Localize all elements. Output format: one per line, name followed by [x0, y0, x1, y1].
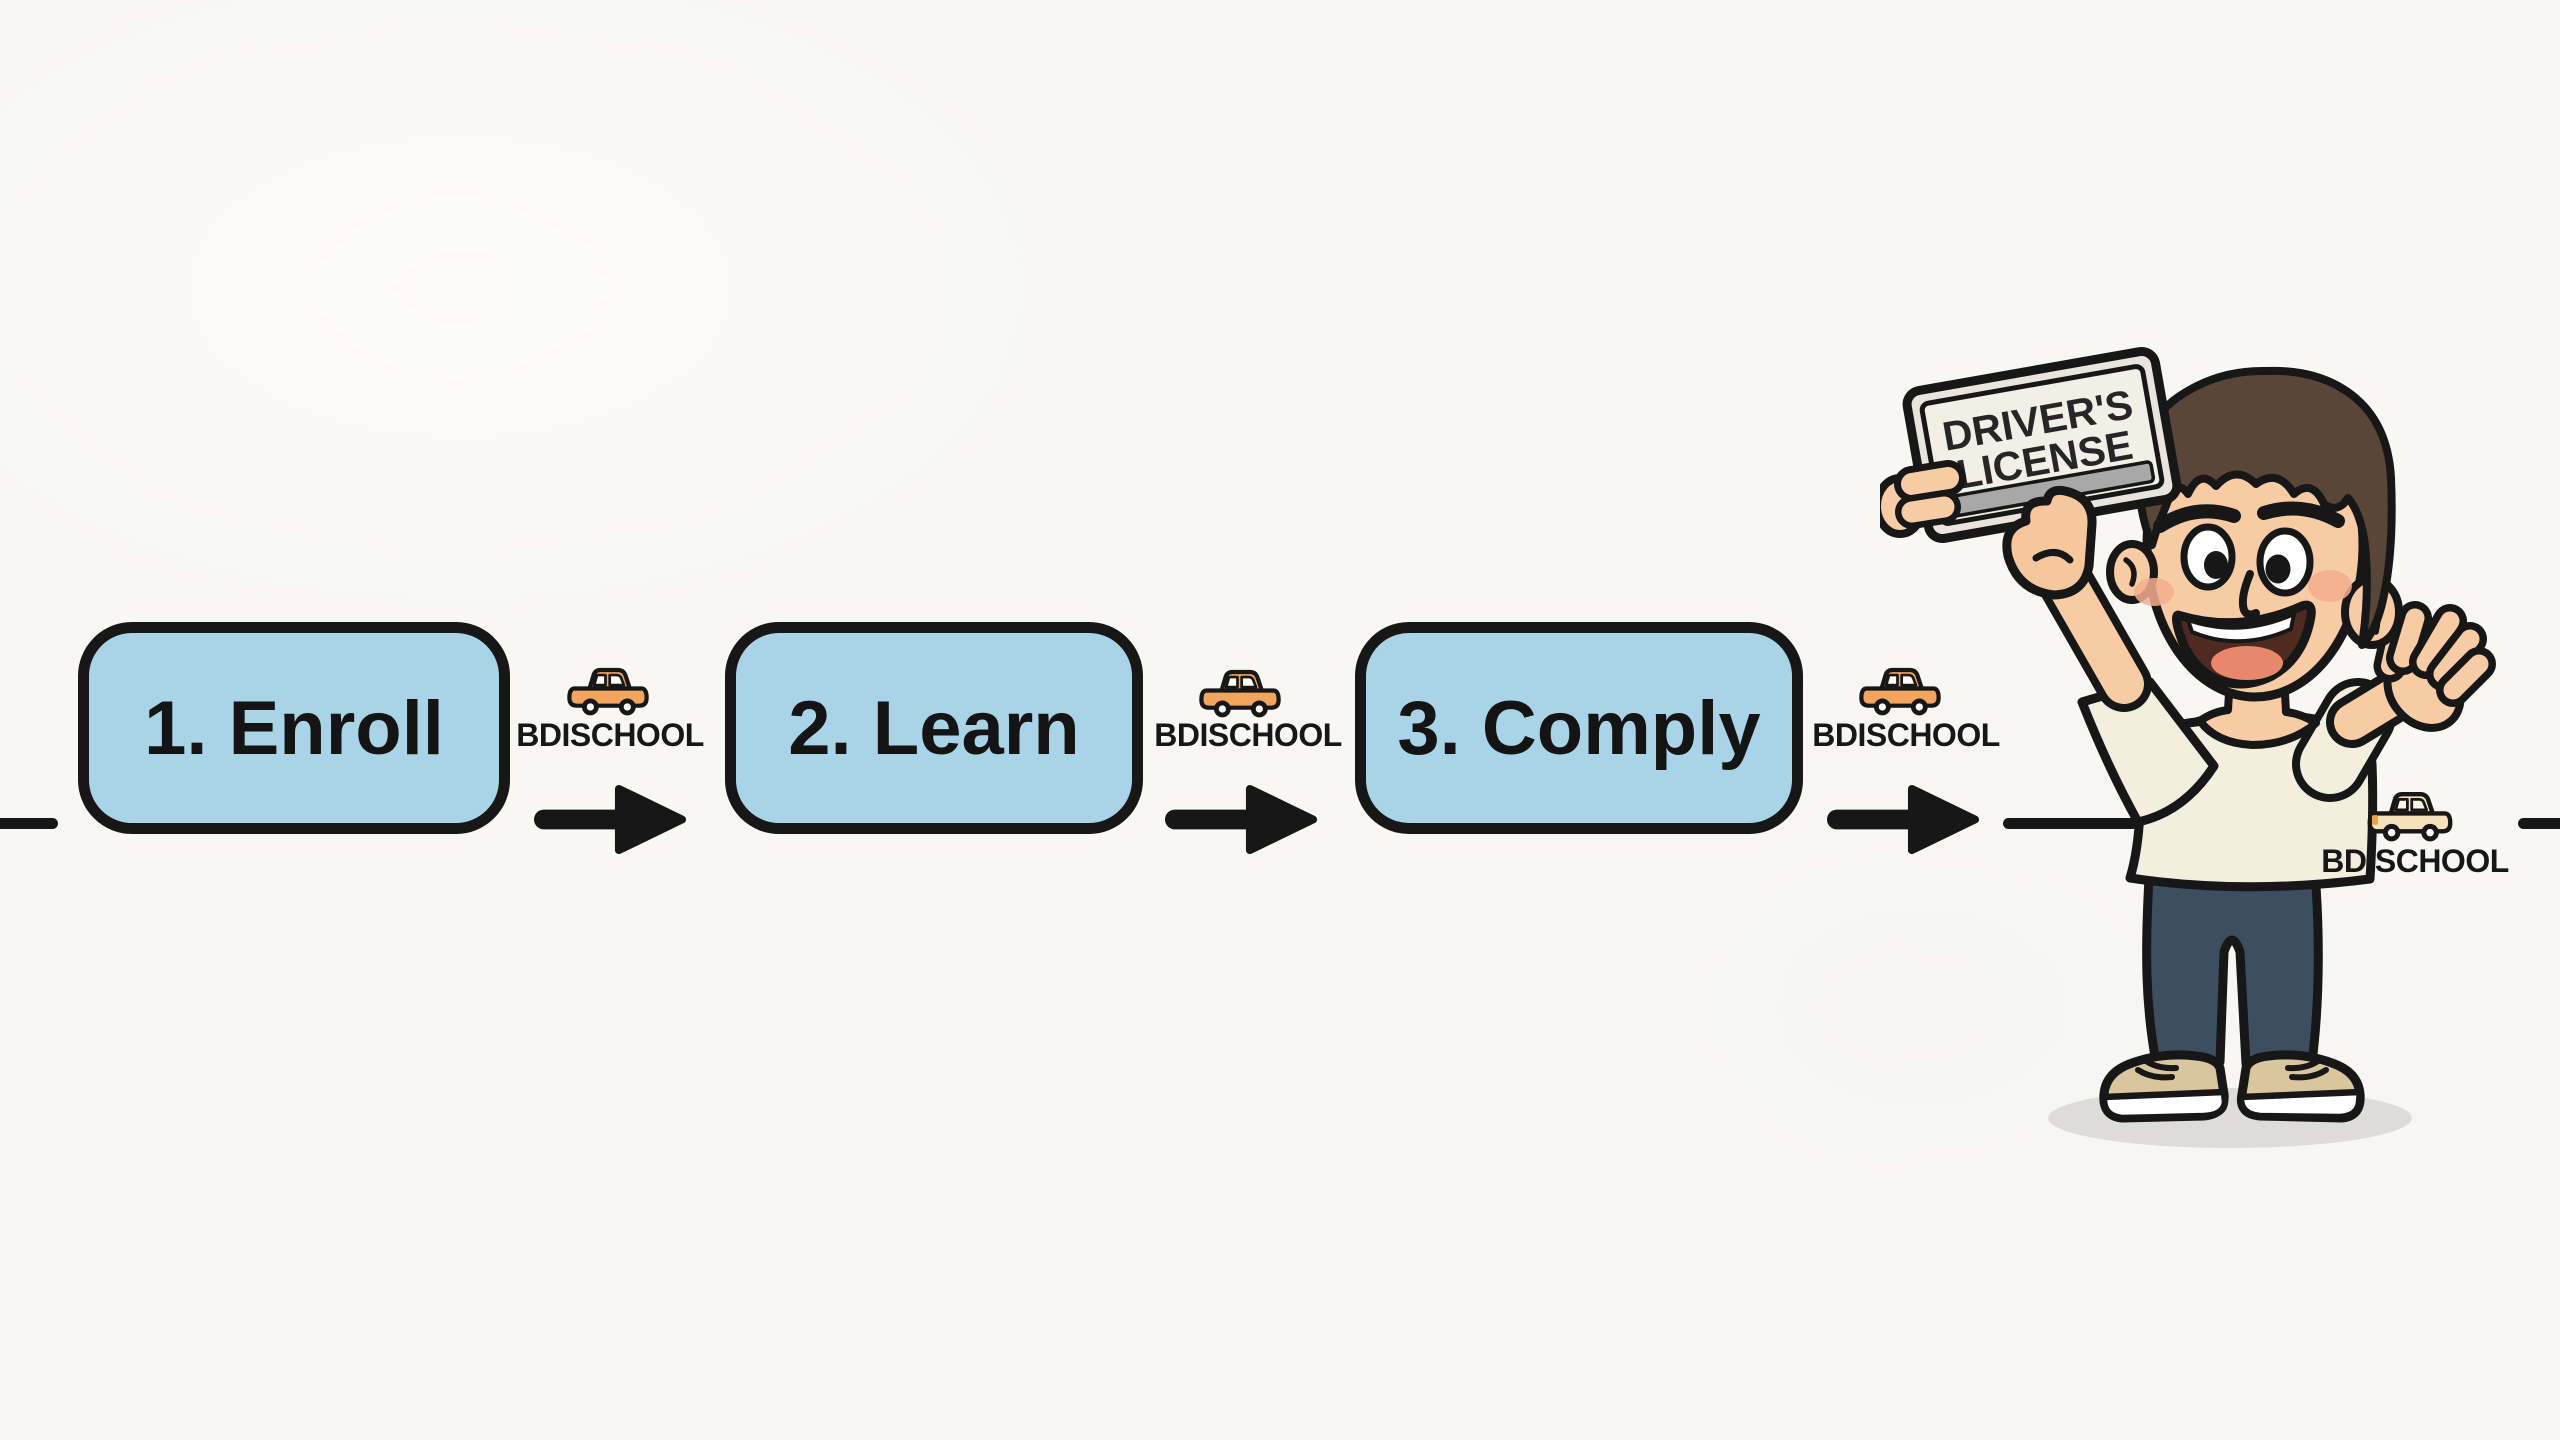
bdischool-watermark: BDISCHOOL [516, 717, 704, 753]
teeth [2186, 612, 2296, 644]
baseline-start [0, 818, 58, 829]
step-box-learn: 2. Learn [725, 622, 1143, 834]
bdischool-watermark: BDISCHOOL [1154, 717, 1342, 753]
shoe-right [2236, 1050, 2365, 1123]
bdischool-watermark: BDISCHOOL [2321, 843, 2509, 879]
shoe-left [2099, 1050, 2229, 1123]
waving-hand [2373, 601, 2496, 707]
bdischool-watermark: BDISCHOOL [1812, 717, 2000, 753]
arrow-right-icon [1163, 780, 1321, 859]
drivers-license-card: DRIVER'S LICENSE [1902, 346, 2182, 544]
waving-arm [2292, 601, 2496, 802]
head [2106, 366, 2403, 702]
fist [2002, 485, 2097, 600]
eyebrow-left [2153, 504, 2241, 533]
tongue [2211, 646, 2283, 680]
gripping-hand [1880, 460, 1966, 538]
hair [2135, 366, 2396, 649]
step-box-comply: 3. Comply [1355, 622, 1803, 834]
baseline-end [2518, 818, 2560, 829]
baseline-mid [2003, 818, 2138, 829]
step-box-enroll: 1. Enroll [78, 622, 510, 834]
sleeve [2077, 677, 2219, 827]
step-label-learn: 2. Learn [788, 685, 1080, 771]
nose [2238, 570, 2260, 619]
raised-arm [2002, 485, 2219, 827]
character-illustration: DRIVER'S LICENSE [1880, 346, 2496, 1148]
blush-left [2134, 578, 2174, 606]
car-icon [1198, 666, 1282, 720]
car-icon [2366, 788, 2454, 844]
car-icon [566, 664, 650, 718]
step-label-comply: 3. Comply [1397, 685, 1761, 771]
pants [2142, 857, 2323, 1069]
arrow-right-icon [532, 780, 690, 859]
step-label-enroll: 1. Enroll [144, 685, 444, 771]
eyebrow-right [2257, 501, 2345, 528]
blush-right [2308, 570, 2352, 602]
